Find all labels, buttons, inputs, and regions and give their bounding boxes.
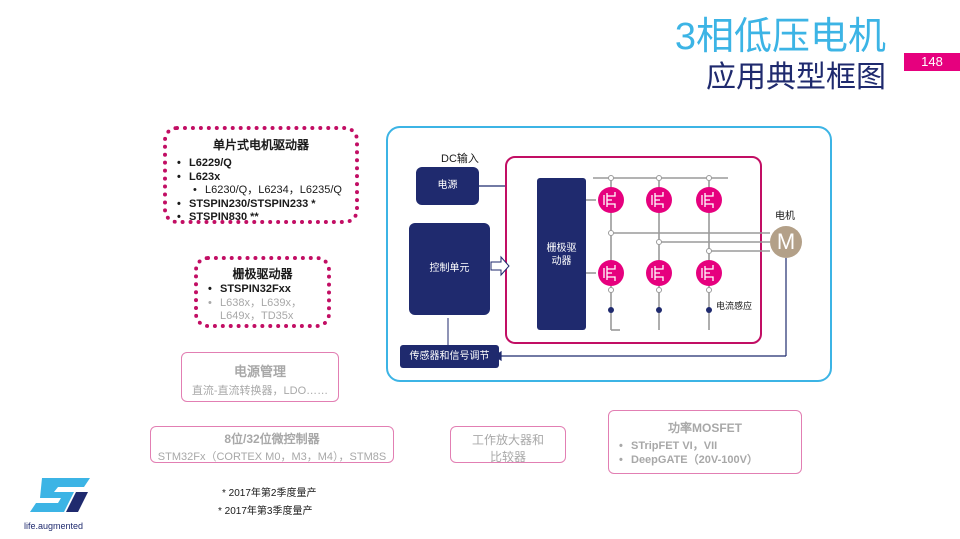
- list-item: STSPIN230/STSPIN233 *: [175, 198, 347, 212]
- mcu-box: 8位/32位微控制器 STM32Fx（CORTEX M0，M3，M4），STM8…: [150, 426, 394, 463]
- list-item-continued: L649x，TD35x: [220, 310, 294, 322]
- opamp-box: 工作放大器和 比较器: [450, 426, 566, 464]
- page-number-badge: 148: [904, 53, 960, 71]
- power-supply-label: 电源: [437, 180, 458, 191]
- list-item: L6230/Q，L6234，L6235/Q: [191, 184, 347, 198]
- mcu-sub: STM32Fx（CORTEX M0，M3，M4），STM8S: [157, 451, 387, 463]
- list-item: STripFET VI，VII: [617, 440, 793, 454]
- motor-symbol: M: [770, 226, 802, 258]
- mosfet-icon: [598, 187, 722, 286]
- gate-driver-heading: 栅极驱动器: [232, 267, 293, 281]
- page-subtitle: 应用典型框图: [706, 61, 886, 94]
- mosfet-heading: 功率MOSFET: [668, 421, 742, 435]
- control-unit-block: 控制单元: [409, 223, 490, 315]
- list-item: L638x，L639x，: [206, 297, 319, 311]
- sensor-block: 传感器和信号调节: [400, 345, 499, 368]
- gate-drive-label-1: 栅极驱: [546, 243, 577, 254]
- page-title: 3相低压电机: [674, 16, 886, 58]
- power-stage-box: [505, 156, 762, 344]
- footnote-1: * 2017年第2季度量产: [222, 488, 317, 499]
- list-item: L6229/Q: [175, 157, 347, 171]
- gate-driver-box: 栅极驱动器 STSPIN32Fxx L638x，L639x， L649x，TD3…: [194, 256, 331, 328]
- power-management-heading: 电源管理: [233, 364, 286, 379]
- control-unit-label: 控制单元: [429, 263, 470, 274]
- opamp-line1: 工作放大器和: [471, 433, 544, 447]
- gate-drive-label-2: 动器: [551, 256, 572, 267]
- power-management-sub: 直流-直流转换器，LDO……: [191, 385, 329, 397]
- st-logo-icon: [30, 478, 90, 512]
- st-logo: life.augmented: [24, 478, 104, 531]
- motor-symbol-text: M: [776, 229, 796, 254]
- motor-label: 电机: [775, 211, 795, 222]
- list-item: STSPIN32Fxx: [206, 283, 319, 297]
- power-supply-block: 电源: [416, 167, 479, 205]
- mcu-heading: 8位/32位微控制器: [224, 432, 320, 446]
- power-management-box: 电源管理 直流-直流转换器，LDO……: [181, 352, 339, 402]
- dc-input-label: DC输入: [441, 153, 479, 165]
- list-item: DeepGATE（20V-100V）: [617, 454, 793, 468]
- footnote-2: * 2017年第3季度量产: [218, 506, 313, 517]
- single-chip-driver-heading: 单片式电机驱动器: [212, 138, 309, 152]
- single-chip-driver-box: 单片式电机驱动器 L6229/Q L623x L6230/Q，L6234，L62…: [163, 126, 359, 224]
- list-item: L623x: [175, 171, 347, 185]
- gate-drive-block: 栅极驱 动器: [537, 178, 586, 330]
- current-sense-label: 电流感应: [716, 301, 753, 311]
- sensor-label: 传感器和信号调节: [409, 351, 490, 362]
- opamp-line2: 比较器: [489, 450, 526, 464]
- block-diagram: [386, 126, 832, 382]
- mosfet-box: 功率MOSFET STripFET VI，VII DeepGATE（20V-10…: [608, 410, 802, 474]
- list-item: STSPIN830 **: [175, 211, 347, 225]
- logo-tagline: life.augmented: [24, 521, 84, 531]
